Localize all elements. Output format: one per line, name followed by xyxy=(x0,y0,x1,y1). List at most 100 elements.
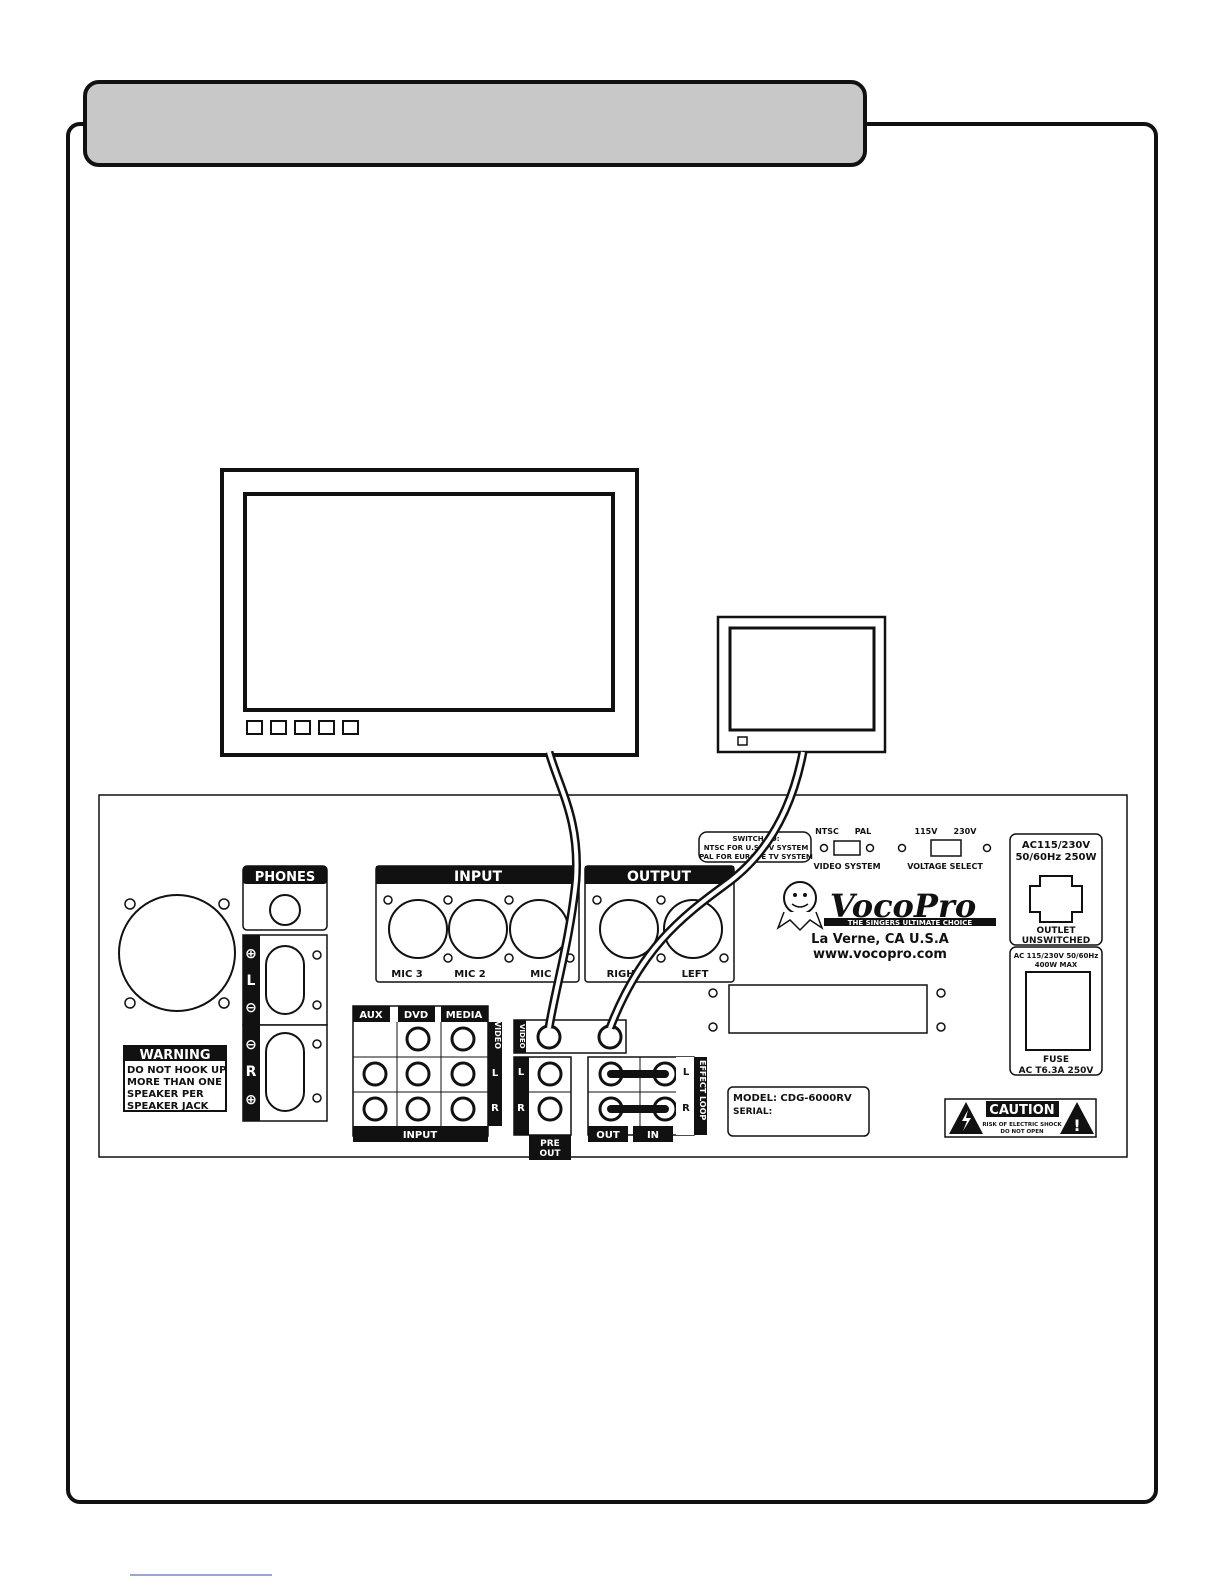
preout-l: L xyxy=(518,1067,525,1078)
video-system-label: VIDEO SYSTEM xyxy=(813,862,880,871)
tv-button xyxy=(270,720,287,735)
website: www.vocopro.com xyxy=(813,947,947,962)
warning-label: WARNING DO NOT HOOK UP MORE THAN ONE SPE… xyxy=(123,1045,227,1112)
minus-symbol: ⊖ xyxy=(245,1037,257,1053)
dvd-label: DVD xyxy=(404,1010,428,1021)
model-text: MODEL: CDG-6000RV xyxy=(733,1093,852,1104)
voltage-select-label: VOLTAGE SELECT xyxy=(907,862,983,871)
v115-label: 115V xyxy=(915,827,939,836)
rca-jack xyxy=(450,1061,476,1087)
mic-jack xyxy=(388,899,448,959)
ac-rating-1: AC115/230V xyxy=(1022,840,1090,851)
effect-out-label: OUT xyxy=(596,1130,620,1141)
warning-line: SPEAKER PER xyxy=(127,1089,204,1100)
effect-loop-label: EFFECT LOOP xyxy=(698,1060,707,1120)
preout-jack-l xyxy=(537,1061,563,1087)
tv-button xyxy=(246,720,263,735)
rca-jack xyxy=(405,1026,431,1052)
location: La Verne, CA U.S.A xyxy=(811,932,949,947)
right-label: RIGHT xyxy=(607,969,642,980)
lion-mascot-icon xyxy=(783,881,817,915)
r-label: R xyxy=(491,1103,499,1114)
ntsc-label: NTSC xyxy=(815,827,839,836)
speaker-r-label: R xyxy=(246,1064,257,1080)
serial-text: SERIAL: xyxy=(733,1107,772,1117)
effect-l: L xyxy=(683,1067,690,1078)
caution-sub2: DO NOT OPEN xyxy=(1000,1129,1044,1135)
exclamation-warning-icon xyxy=(1060,1102,1094,1134)
monitor-screen xyxy=(728,626,876,732)
pre-label: PRE xyxy=(540,1139,560,1149)
video-system-switch xyxy=(833,840,861,856)
preout-r: R xyxy=(517,1103,525,1114)
rca-jack xyxy=(405,1061,431,1087)
small-monitor xyxy=(716,615,887,754)
fuse-power-inlet: AC 115/230V 50/60Hz 400W MAX FUSE AC T6.… xyxy=(1009,946,1103,1076)
phones-jack xyxy=(269,894,301,926)
phones-jack-group: PHONES xyxy=(242,865,328,931)
jumper-cable xyxy=(607,1070,669,1078)
switch-area: SWITCH TO: NTSC FOR U.S. TV SYSTEM PAL F… xyxy=(698,827,992,871)
rca-jack xyxy=(405,1096,431,1122)
left-label: LEFT xyxy=(682,969,709,980)
mic2-label: MIC 2 xyxy=(454,969,485,980)
power-inlet xyxy=(1025,971,1091,1051)
effect-loop-block: L R EFFECT LOOP OUT IN xyxy=(587,1056,707,1142)
aux-label: AUX xyxy=(359,1010,383,1021)
rca-input-block: AUX DVD MEDIA VIDEO L R INPUT xyxy=(352,1005,502,1142)
caution-title: CAUTION xyxy=(989,1103,1054,1118)
fuse-spec: AC T6.3A 250V xyxy=(1019,1066,1094,1076)
tv-button xyxy=(294,720,311,735)
v230-label: 230V xyxy=(954,827,978,836)
warning-line: DO NOT HOOK UP xyxy=(127,1065,227,1076)
fan-cutout xyxy=(118,894,236,1012)
exclamation-mark: ! xyxy=(1073,1116,1080,1135)
media-label: MEDIA xyxy=(446,1010,483,1021)
header-tab xyxy=(83,80,867,167)
power-socket-icon xyxy=(1029,875,1083,923)
effect-r: R xyxy=(682,1103,690,1114)
l-label: L xyxy=(492,1068,499,1079)
rca-jack xyxy=(450,1096,476,1122)
warning-line: MORE THAN ONE xyxy=(127,1077,222,1088)
warning-line: SPEAKER JACK xyxy=(127,1101,210,1112)
ac-outlet: AC115/230V 50/60Hz 250W OUTLET UNSWITCHE… xyxy=(1009,833,1103,946)
video-out-jack-2 xyxy=(597,1024,623,1050)
plus-symbol: ⊕ xyxy=(245,1092,257,1108)
unswitched-label: UNSWITCHED xyxy=(1022,936,1091,946)
rca-jack xyxy=(362,1061,388,1087)
tv-button xyxy=(342,720,359,735)
video-out-label: VIDEO xyxy=(518,1024,526,1049)
ac-rating-2: 50/60Hz 250W xyxy=(1015,852,1096,863)
fuse-label: FUSE xyxy=(1043,1055,1069,1065)
monitor-led xyxy=(737,736,748,746)
video-vertical-label: VIDEO xyxy=(493,1021,502,1049)
mic3-label: MIC 3 xyxy=(391,969,422,980)
out-label: OUT xyxy=(539,1149,561,1159)
vocopro-logo: VocoPro THE SINGERS ULTIMATE CHOICE La V… xyxy=(776,881,996,962)
voltage-switch xyxy=(930,839,962,857)
caution-sub1: RISK OF ELECTRIC SHOCK xyxy=(982,1122,1062,1128)
model-label: MODEL: CDG-6000RV SERIAL: xyxy=(727,1086,870,1137)
tv-button xyxy=(318,720,335,735)
tv-screen xyxy=(243,492,615,712)
output-group: OUTPUT RIGHT LEFT xyxy=(584,865,735,983)
fuse-rating-1: AC 115/230V 50/60Hz xyxy=(1014,952,1099,960)
mic-jack xyxy=(448,899,508,959)
speaker-jack-l xyxy=(265,945,305,1015)
speaker-terminals: ⊕ L ⊖ ⊖ R ⊕ xyxy=(242,934,328,1122)
rca-jack xyxy=(450,1026,476,1052)
video-out-jack-1 xyxy=(536,1024,562,1050)
ntsc-note: NTSC FOR U.S. TV SYSTEM xyxy=(704,844,809,852)
input-bottom-label: INPUT xyxy=(403,1130,438,1141)
switch-to-label: SWITCH TO: xyxy=(732,835,779,843)
large-tv xyxy=(220,468,639,757)
pal-label: PAL xyxy=(855,827,871,836)
outlet-label: OUTLET xyxy=(1036,926,1076,936)
fuse-rating-2: 400W MAX xyxy=(1035,961,1078,969)
warning-title: WARNING xyxy=(139,1048,210,1063)
input-header: INPUT xyxy=(454,869,503,885)
speaker-l-label: L xyxy=(247,973,256,989)
mic-input-group: INPUT MIC 3 MIC 2 MIC 1 xyxy=(375,865,580,983)
